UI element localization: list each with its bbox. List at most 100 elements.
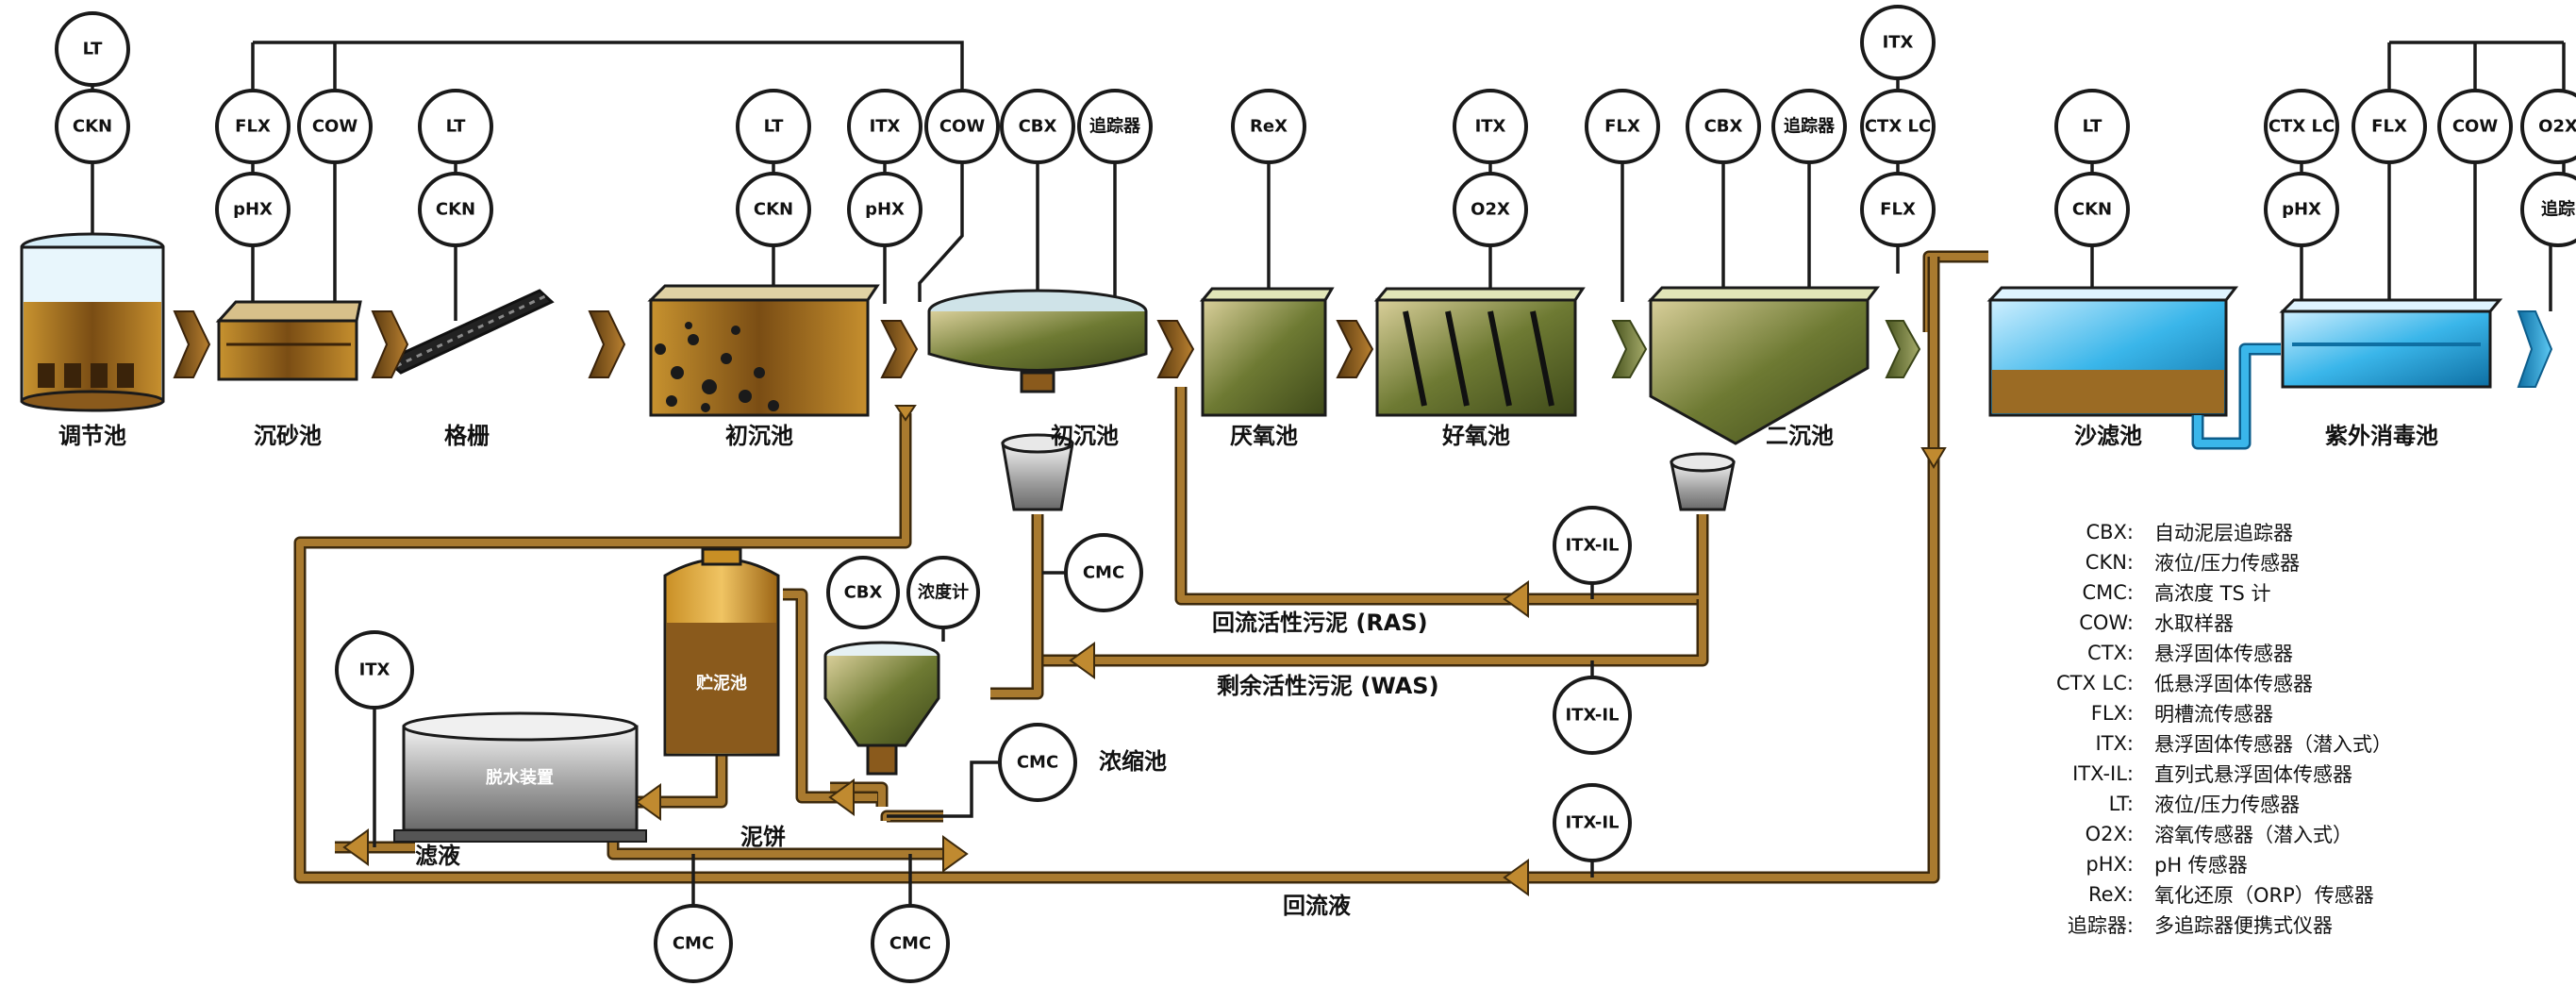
svg-text:CMC: CMC (673, 934, 714, 954)
legend-description: 液位/压力传感器 (2154, 552, 2301, 575)
stage-label-sand-filter: 沙滤池 (2074, 423, 2142, 449)
legend-code: ReX: (2087, 883, 2134, 906)
sensor-lt: LT (736, 89, 811, 164)
sensor-cmc: CMC (654, 904, 733, 983)
anaerobic-tank (1199, 287, 1335, 417)
stage-label-aerobic: 好氧池 (1441, 423, 1510, 449)
sensor-cow: COW (924, 89, 1000, 164)
clean-water-pipe (2191, 343, 2281, 450)
top-signal-wire (253, 41, 964, 94)
legend-row: ITX:悬浮固体传感器（潜入式） (2028, 728, 2424, 759)
legend-row: O2X:溶氧传感器（潜入式） (2028, 819, 2424, 849)
sensor-flx: FLX (1585, 89, 1660, 164)
legend-code: ITX: (2095, 732, 2134, 755)
legend-code: CTX: (2087, 642, 2134, 664)
sensor-rex: ReX (1231, 89, 1306, 164)
primary-settling-tank (647, 284, 880, 417)
stage-label-grit: 沉砂池 (254, 423, 322, 449)
sensor-cbx: CBX (1686, 89, 1761, 164)
sensor-ckn: CKN (418, 172, 493, 247)
legend-code: 追踪器: (2067, 914, 2134, 937)
aerobic-tank (1373, 287, 1586, 417)
svg-text:CKN: CKN (73, 117, 112, 137)
svg-text:ITX: ITX (870, 117, 901, 137)
circular-clarifier (927, 289, 1148, 511)
legend-row: CTX LC: 低悬浮固体传感器 (2028, 668, 2424, 698)
svg-text:ITX: ITX (1883, 33, 1914, 53)
sensor-cmc: CMC (1064, 533, 1143, 612)
svg-text:FLX: FLX (1880, 200, 1916, 220)
legend-description: 高浓度 TS 计 (2154, 582, 2271, 605)
legend-code: pHX: (2086, 853, 2134, 876)
reflux-label: 回流液 (1283, 893, 1351, 919)
legend-description: 明槽流传感器 (2154, 703, 2273, 726)
svg-text:CMC: CMC (889, 934, 931, 954)
sensor-tracker-edge: 追踪 (2520, 172, 2576, 247)
svg-text:CMC: CMC (1017, 753, 1058, 773)
sensor-ckn: CKN (2054, 172, 2130, 247)
sensor-cmc: CMC (998, 723, 1077, 802)
svg-text:ITX-IL: ITX-IL (1565, 813, 1619, 833)
sensor-itx: ITX (1453, 89, 1528, 164)
legend-description: 液位/压力传感器 (2154, 794, 2301, 816)
legend-description: 低悬浮固体传感器 (2154, 673, 2313, 695)
uv-disinfection-channel (2279, 298, 2503, 389)
svg-text:LT: LT (2083, 117, 2102, 137)
sensor-tracker: 追踪器 (1771, 89, 1847, 164)
svg-text:CMC: CMC (1083, 563, 1124, 583)
sensor-itx: ITX (847, 89, 922, 164)
svg-text:追踪器: 追踪器 (1784, 116, 1836, 137)
svg-text:追踪: 追踪 (2541, 199, 2575, 220)
svg-text:CKN: CKN (2072, 200, 2112, 220)
sensor-ckn: CKN (55, 89, 130, 164)
svg-text:O2X: O2X (2538, 117, 2576, 137)
sensor-ctx-lc: CTX LC (1860, 89, 1936, 164)
legend-description: 自动泥层追踪器 (2154, 522, 2293, 544)
sensor-cow: COW (2437, 89, 2513, 164)
legend-code: CTX LC: (2056, 672, 2134, 694)
svg-text:LT: LT (83, 40, 103, 59)
thickener (823, 641, 940, 776)
legend-code: ITX-IL: (2072, 762, 2134, 785)
sensor-lt: LT (418, 89, 493, 164)
sensor-o2x: O2X (1453, 172, 1528, 247)
svg-text:ITX: ITX (359, 660, 391, 680)
legend-row: CBX:自动泥层追踪器 (2028, 517, 2424, 547)
bar-screen (384, 289, 555, 375)
svg-text:pHX: pHX (233, 200, 273, 220)
sludge-pipes (293, 250, 1988, 884)
sensor-ctx-lc: CTX LC (2264, 89, 2339, 164)
svg-text:CKN: CKN (436, 200, 475, 220)
stage-label-primary: 初沉池 (725, 423, 793, 449)
svg-text:LT: LT (764, 117, 784, 137)
filtrate-label: 滤液 (415, 843, 460, 869)
legend-row: ITX-IL:直列式悬浮固体传感器 (2028, 759, 2424, 789)
dewatering-device (393, 711, 647, 843)
svg-text:CTX LC: CTX LC (1865, 117, 1931, 137)
legend-code: LT: (2108, 793, 2134, 815)
thickener-label: 浓缩池 (1099, 748, 1167, 775)
legend-description: 水取样器 (2154, 612, 2234, 635)
sensor-cbx: CBX (826, 556, 900, 629)
legend-row: CTX:悬浮固体传感器 (2028, 638, 2424, 668)
svg-text:ITX-IL: ITX-IL (1565, 536, 1619, 556)
svg-text:CBX: CBX (844, 583, 883, 603)
legend-row: CKN:液位/压力传感器 (2028, 547, 2424, 577)
flow-arrows (173, 310, 2553, 388)
svg-text:COW: COW (312, 117, 358, 137)
legend-code: O2X: (2085, 823, 2134, 845)
svg-text:CTX LC: CTX LC (2269, 117, 2335, 137)
svg-text:FLX: FLX (1604, 117, 1640, 137)
sensor-flx: FLX (215, 89, 291, 164)
sensor-cmc: CMC (871, 904, 950, 983)
sensor-itx: ITX (335, 630, 414, 710)
svg-text:pHX: pHX (865, 200, 905, 220)
was-label: 剩余活性污泥 (WAS) (1217, 673, 1439, 699)
svg-text:O2X: O2X (1471, 200, 1510, 220)
sand-filter (1986, 286, 2239, 417)
cake-label: 泥饼 (740, 824, 786, 850)
sludge-storage-tank (663, 547, 780, 757)
legend-row: 追踪器:多追踪器便携式仪器 (2028, 910, 2424, 940)
sludge-tank-label: 贮泥池 (695, 673, 747, 694)
svg-text:浓度计: 浓度计 (918, 582, 969, 603)
